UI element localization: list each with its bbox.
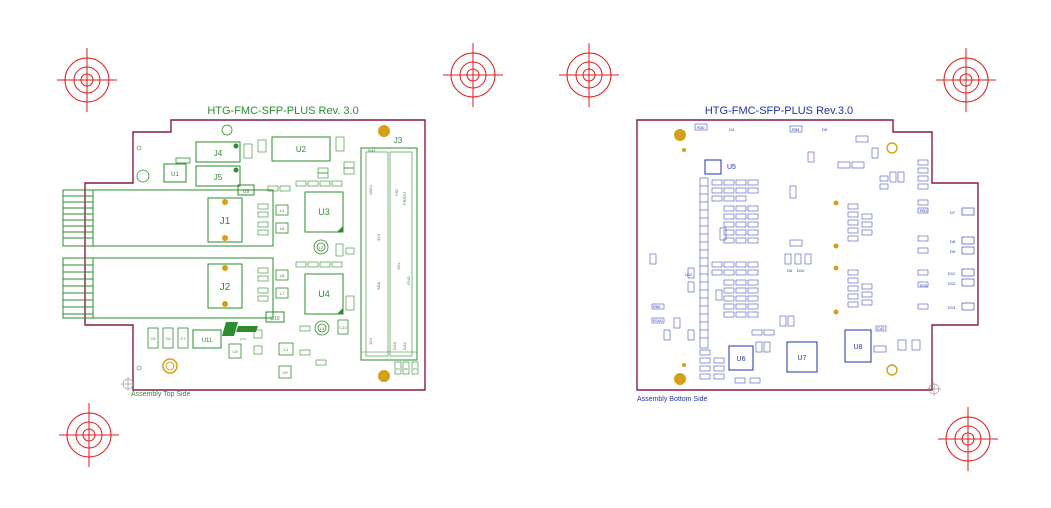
- label-r54: R54: [792, 127, 800, 132]
- fiducial-bottom-left-icon: [58, 402, 120, 468]
- label-d3: D3: [413, 367, 417, 371]
- label-r76: R76: [920, 283, 928, 288]
- u3-footprint: [304, 191, 344, 233]
- j3-pin-vadj: VADJ: [368, 185, 373, 195]
- u4-footprint: [304, 273, 344, 315]
- assembly-corner-mark-icon: [927, 382, 941, 396]
- label-l1: L1: [284, 347, 289, 352]
- j5-footprint: [195, 165, 241, 187]
- label-c9: C9: [282, 370, 288, 375]
- j3-pin-gnd: GND: [406, 276, 411, 285]
- label-u12: U12: [685, 272, 693, 277]
- assembly-corner-mark-icon: [121, 377, 135, 391]
- mounting-pad-icon: [378, 370, 390, 382]
- label-d5: D5: [822, 127, 828, 132]
- j1-footprint: [207, 197, 243, 243]
- j3-pin-twelve-v: 12V: [368, 338, 373, 345]
- label-u7: U7: [798, 355, 807, 362]
- fiducial-marks: [56, 42, 999, 472]
- label-c6: C6: [165, 336, 171, 341]
- u5-footprint: [704, 159, 722, 175]
- bottom-side-board: HTG-FMC-SFP-PLUS Rev.3.0 U5: [636, 105, 979, 403]
- label-j1: J1: [220, 216, 231, 227]
- label-d1: D1: [396, 367, 400, 371]
- label-d4: D4: [729, 127, 735, 132]
- fiducial-bottom-right-icon: [937, 406, 999, 472]
- label-r51: R51: [920, 208, 928, 213]
- label-j3: J3: [394, 136, 403, 145]
- label-j5: J5: [214, 173, 223, 182]
- label-u9: U9: [243, 189, 250, 195]
- label-j2: J2: [220, 282, 231, 293]
- label-u11: U11: [202, 338, 213, 344]
- htg-logo-icon: HTG: [222, 322, 258, 341]
- label-c5: C5: [150, 336, 156, 341]
- label-l7: L7: [280, 291, 285, 296]
- label-d6: D6: [787, 268, 793, 273]
- sfp-cage-j2: [62, 257, 274, 319]
- label-d2: D2: [404, 367, 408, 371]
- label-r30: R30: [697, 125, 705, 130]
- label-d12: D12: [948, 281, 956, 286]
- label-u8: U8: [854, 344, 863, 351]
- bottom-board-title: HTG-FMC-SFP-PLUS Rev.3.0: [705, 105, 853, 117]
- label-u1: U1: [171, 172, 179, 178]
- u7-footprint: [786, 341, 818, 373]
- label-l6: L6: [280, 226, 285, 231]
- u6-footprint: [728, 345, 754, 371]
- u8-footprint: [844, 329, 872, 363]
- label-r43: R43: [368, 148, 376, 153]
- fmc-pad-column: [699, 177, 709, 349]
- svg-text:HTG: HTG: [240, 337, 247, 341]
- label-u3: U3: [318, 207, 330, 217]
- label-d8: D8: [950, 239, 956, 244]
- j2-footprint: [207, 263, 243, 309]
- label-l4: L4: [280, 208, 285, 213]
- bottom-side-label: Assembly Bottom Side: [637, 396, 708, 403]
- label-d9: D9: [950, 249, 956, 254]
- label-r100: R100: [653, 318, 663, 323]
- top-side-board: HTG-FMC-SFP-PLUS Rev. 3.0 J1 J2: [62, 105, 426, 398]
- label-u10: U10: [270, 316, 279, 322]
- j3-fmc-connector: [360, 147, 418, 361]
- fiducial-top-center-right-icon: [558, 42, 620, 108]
- label-c8: C8: [232, 349, 238, 354]
- label-u5: U5: [727, 164, 736, 171]
- label-l3: L3: [320, 326, 325, 331]
- label-u4: U4: [318, 289, 330, 299]
- u1-footprint: [163, 163, 187, 183]
- label-d10: D10: [797, 268, 805, 273]
- j3-pin-three-v3: 3V3: [376, 233, 381, 241]
- j4-footprint: [195, 141, 241, 163]
- j3-pin-scl: SCL: [396, 261, 401, 270]
- top-board-outline: [84, 119, 426, 391]
- j3-pin-ga1: GA1: [402, 341, 407, 350]
- sfp-cage-j1: [62, 189, 274, 247]
- label-l2: L2: [319, 245, 324, 250]
- bottom-board-outline: [636, 119, 979, 391]
- label-c42: C42: [877, 326, 885, 331]
- top-board-title: HTG-FMC-SFP-PLUS Rev. 3.0: [207, 105, 358, 117]
- u2-footprint: [271, 136, 331, 162]
- j3-pin-sda: SDA: [376, 281, 381, 290]
- label-c7: C7: [180, 336, 186, 341]
- j3-pin-prsnt: PRSNT: [402, 191, 407, 205]
- label-u6: U6: [737, 356, 746, 363]
- label-r80: R80: [653, 304, 661, 309]
- fiducial-top-right-icon: [935, 47, 997, 113]
- label-d11: D11: [948, 271, 956, 276]
- j3-pin-ga0: GA0: [392, 341, 397, 350]
- label-u2: U2: [296, 145, 307, 154]
- label-c10: C10: [339, 325, 347, 330]
- label-d13: D13: [948, 305, 956, 310]
- label-j4: J4: [214, 149, 223, 158]
- j3-pin-vio: VIO: [394, 189, 399, 196]
- label-d7: D7: [950, 210, 956, 215]
- top-side-label: Assembly Top Side: [131, 391, 191, 398]
- mounting-pad-icon: [378, 125, 390, 137]
- fiducial-top-center-left-icon: [442, 42, 504, 108]
- label-l8: L8: [280, 273, 285, 278]
- fiducial-top-left-icon: [56, 47, 118, 113]
